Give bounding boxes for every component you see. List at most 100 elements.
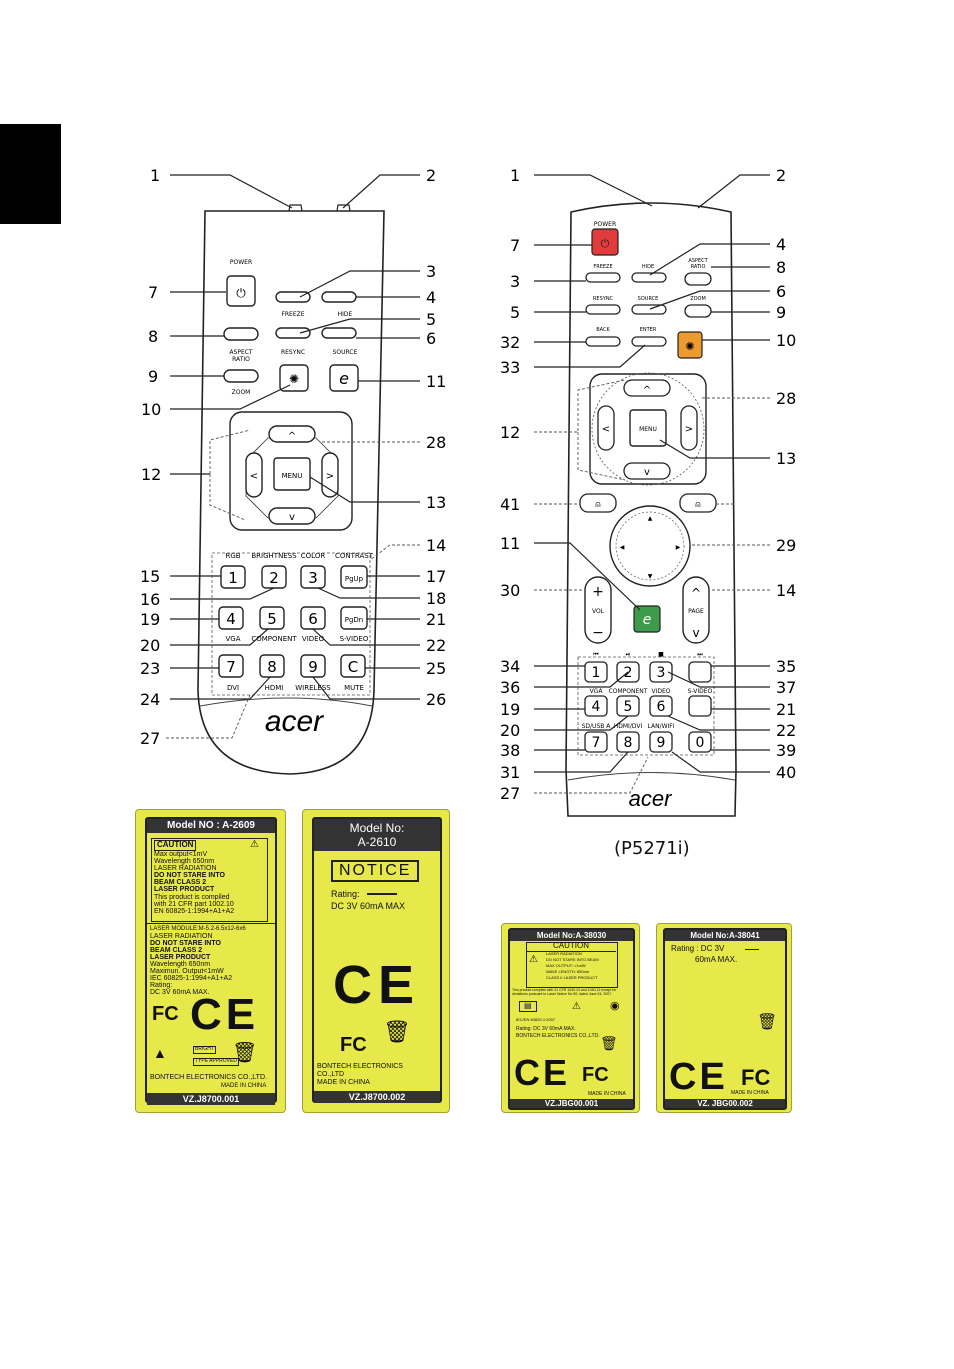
- svg-text:VOL: VOL: [592, 608, 605, 615]
- contrast-label: CONTRAST: [335, 552, 374, 560]
- svg-text:1: 1: [150, 166, 160, 185]
- svg-text:10: 10: [776, 331, 796, 350]
- svg-text:26: 26: [426, 690, 446, 709]
- svg-text:34: 34: [500, 657, 520, 676]
- right-aspect-button[interactable]: [684, 272, 712, 286]
- left-hide-button[interactable]: [321, 291, 357, 303]
- svg-text:ASPECT: ASPECT: [688, 258, 708, 264]
- svg-text:−: −: [592, 625, 604, 641]
- fcc-logo: FC: [582, 1064, 609, 1086]
- right-freeze-button[interactable]: [585, 272, 621, 283]
- svg-text:>: >: [685, 424, 693, 435]
- label-a38030-model: Model No:A-38030: [510, 930, 633, 941]
- svg-text:^: ^: [691, 586, 701, 600]
- svg-text:5: 5: [510, 303, 520, 322]
- left-freeze-label: FREEZE: [281, 311, 304, 318]
- svg-text:4: 4: [226, 610, 236, 628]
- right-left-button[interactable]: [597, 405, 615, 451]
- laser-triangle-icon: ⚠: [572, 1001, 581, 1012]
- left-laser-button[interactable]: [279, 364, 309, 392]
- left-zoom-button[interactable]: [223, 369, 259, 383]
- svg-text:37: 37: [776, 678, 796, 697]
- right-down-button[interactable]: [623, 462, 671, 480]
- right-back-button[interactable]: [585, 336, 621, 347]
- svg-text:27: 27: [140, 729, 160, 748]
- left-resync-button[interactable]: [275, 327, 311, 339]
- svg-text:6: 6: [426, 329, 436, 348]
- weee-bin-icon: 🗑: [383, 1019, 411, 1044]
- left-menu-button[interactable]: [273, 457, 311, 491]
- s-video-label: S-VIDEO: [340, 635, 369, 643]
- svg-text:21: 21: [426, 610, 446, 629]
- svg-text:SOURCE: SOURCE: [638, 296, 659, 302]
- svg-text:25: 25: [426, 659, 446, 678]
- right-mouse-left-button[interactable]: [579, 493, 617, 513]
- weee-bin-icon: 🗑: [757, 1014, 778, 1031]
- svg-text:▶: ▶: [676, 544, 681, 551]
- left-number-keys: 1 2 3 PgUp 4 5 6 PgDn 7 8 9 C: [218, 565, 368, 678]
- svg-text:29: 29: [776, 536, 796, 555]
- right-e-button[interactable]: [633, 605, 661, 633]
- svg-text:9: 9: [776, 303, 786, 322]
- left-source-button[interactable]: [321, 327, 357, 339]
- left-aspect-button[interactable]: [223, 327, 259, 341]
- right-menu-button[interactable]: [629, 409, 667, 447]
- right-right-button[interactable]: [680, 405, 698, 451]
- svg-text:1: 1: [592, 665, 601, 681]
- left-power-button[interactable]: [226, 275, 256, 307]
- right-page-rocker[interactable]: [682, 576, 710, 644]
- right-resync-button[interactable]: [585, 304, 621, 315]
- svg-text:ZOOM: ZOOM: [690, 296, 706, 302]
- right-zoom-button[interactable]: [684, 304, 712, 318]
- svg-text:38: 38: [500, 741, 520, 760]
- svg-text:28: 28: [776, 389, 796, 408]
- svg-text:RESYNC: RESYNC: [593, 296, 614, 302]
- svg-text:8: 8: [776, 258, 786, 277]
- svg-text:31: 31: [500, 763, 520, 782]
- right-laser-button[interactable]: [677, 331, 703, 359]
- label-a2610-notice: NOTICE: [331, 860, 420, 882]
- right-power-button[interactable]: [591, 228, 619, 256]
- left-freeze-button[interactable]: [275, 291, 311, 303]
- right-mouse-right-button[interactable]: [679, 493, 717, 513]
- svg-text:4: 4: [426, 288, 436, 307]
- svg-text:v: v: [644, 467, 650, 478]
- left-up-button[interactable]: [268, 425, 316, 443]
- svg-text:HIDE: HIDE: [642, 264, 654, 270]
- svg-text:RATIO: RATIO: [691, 264, 706, 270]
- svg-text:14: 14: [426, 536, 446, 555]
- ce-mark: CE: [514, 1052, 571, 1093]
- chapter-tab: [0, 124, 61, 224]
- right-source-button[interactable]: [631, 304, 667, 315]
- label-a2610-model: Model No:: [349, 821, 405, 835]
- svg-text:LAN/WIFI: LAN/WIFI: [647, 723, 674, 730]
- svg-text:FREEZE: FREEZE: [593, 264, 612, 270]
- svg-text:1: 1: [510, 166, 520, 185]
- svg-text:10: 10: [141, 400, 161, 419]
- svg-text:PAGE: PAGE: [688, 608, 704, 615]
- laser-warning-icon: ⚠: [250, 839, 259, 850]
- right-vol-rocker[interactable]: [584, 576, 612, 644]
- svg-text:22: 22: [426, 636, 446, 655]
- left-down-button[interactable]: [268, 507, 316, 525]
- svg-text:9: 9: [308, 658, 318, 676]
- right-touchpad[interactable]: [609, 505, 691, 587]
- left-right-button[interactable]: [321, 452, 339, 498]
- svg-text:7: 7: [592, 735, 601, 751]
- svg-text:9: 9: [657, 735, 666, 751]
- svg-text:40: 40: [776, 763, 796, 782]
- left-e-button[interactable]: [329, 364, 359, 392]
- left-zoom-label: ZOOM: [232, 389, 251, 396]
- right-hide-button[interactable]: [631, 272, 667, 283]
- svg-text:33: 33: [500, 358, 520, 377]
- color-label: COLOR: [301, 552, 326, 560]
- model-caption: (P5271i): [614, 838, 690, 859]
- svg-text:7: 7: [510, 236, 520, 255]
- svg-text:27: 27: [500, 784, 520, 803]
- right-up-button[interactable]: [623, 379, 671, 397]
- svg-text:PgUp: PgUp: [345, 575, 364, 583]
- right-enter-button[interactable]: [631, 336, 667, 347]
- label-a2610-part: VZ.J8700.002: [314, 1091, 440, 1103]
- svg-text:1: 1: [228, 569, 238, 587]
- left-left-button[interactable]: [245, 452, 263, 498]
